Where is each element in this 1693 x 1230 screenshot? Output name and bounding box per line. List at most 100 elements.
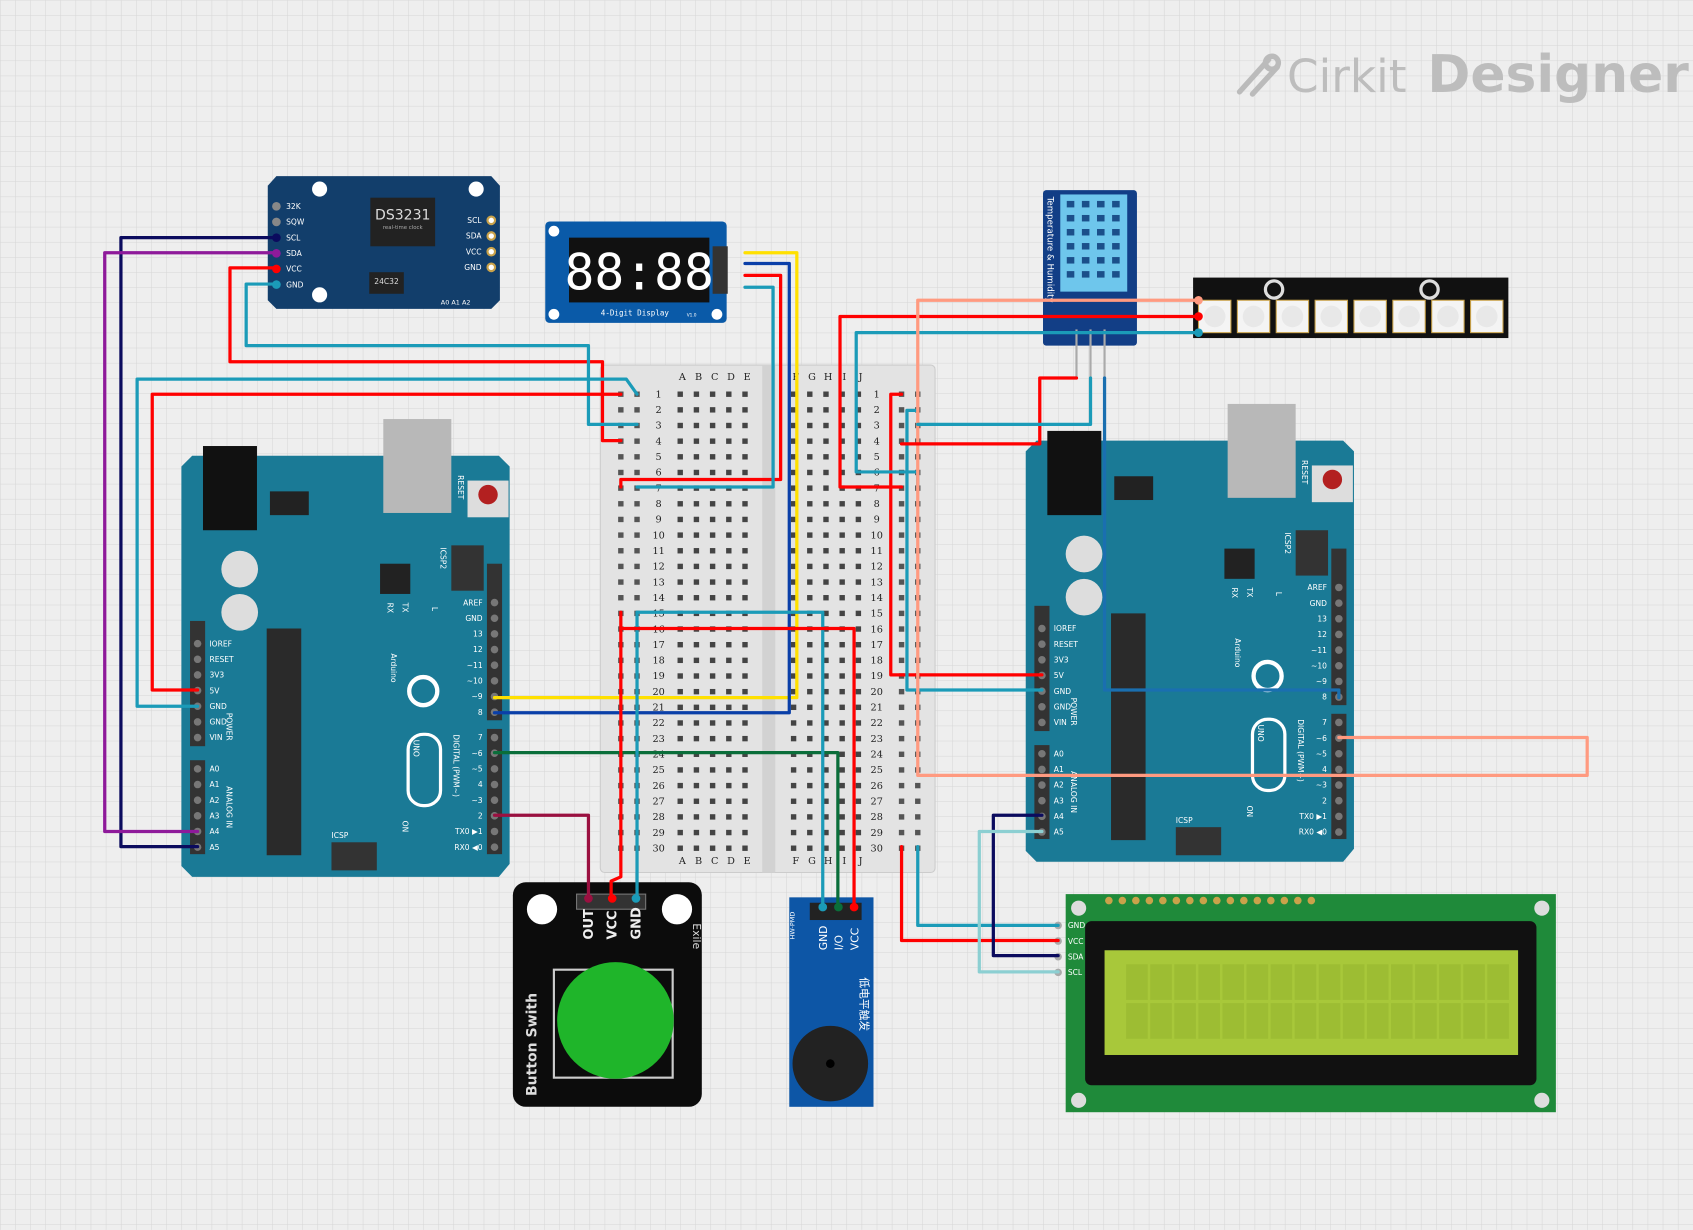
breadboard-hole[interactable] [807,767,813,773]
breadboard-hole[interactable] [855,688,862,695]
rtc-module[interactable]: DS3231 real-time clock 24C32 A0 A1 A2 32… [267,176,500,309]
breadboard-hole[interactable] [790,767,797,773]
rail-hole[interactable] [634,454,640,460]
breadboard-hole[interactable] [823,501,829,507]
breadboard-hole[interactable] [677,829,683,836]
rail-hole[interactable] [634,501,640,507]
breadboard-hole[interactable] [790,782,797,789]
breadboard-hole[interactable] [823,641,829,648]
breadboard-hole[interactable] [823,579,829,585]
breadboard-hole[interactable] [693,735,700,742]
rail-hole[interactable] [618,532,624,538]
breadboard-hole[interactable] [823,563,829,570]
breadboard-hole[interactable] [709,688,716,695]
breadboard-hole[interactable] [709,391,716,397]
breadboard-hole[interactable] [693,548,700,554]
pin-vin[interactable] [193,733,202,742]
wire-neopixel-vcc[interactable] [838,314,1201,489]
breadboard-hole[interactable] [742,782,748,789]
breadboard-hole[interactable] [823,735,829,742]
digital-pin[interactable] [1335,661,1343,670]
breadboard-hole[interactable] [790,735,797,742]
breadboard-hole[interactable] [807,391,813,397]
breadboard-hole[interactable] [839,454,845,460]
pin-3v3[interactable] [193,671,202,679]
breadboard-hole[interactable] [807,798,813,804]
breadboard-hole[interactable] [855,595,862,601]
rail-hole[interactable] [634,469,640,476]
breadboard-hole[interactable] [790,548,797,554]
breadboard-hole[interactable] [807,720,813,726]
digital-pin[interactable] [490,677,499,685]
breadboard-hole[interactable] [839,563,845,570]
breadboard-hole[interactable] [823,657,829,664]
four-digit-display[interactable]: 88:88 4-Digit Display V1.0 [545,221,728,323]
breadboard-hole[interactable] [807,673,813,679]
breadboard-hole[interactable] [742,469,748,476]
breadboard-hole[interactable] [807,641,813,648]
breadboard-hole[interactable] [742,501,748,507]
wire-dht-gnd[interactable] [916,376,1093,427]
breadboard-hole[interactable] [693,673,700,679]
breadboard-hole[interactable] [807,532,813,538]
digital-pin[interactable] [1335,646,1343,654]
breadboard-hole[interactable] [823,829,829,836]
wire-display-dio[interactable] [492,261,791,715]
breadboard-hole[interactable] [709,532,716,538]
breadboard-hole[interactable] [855,407,862,413]
wire-display-vcc[interactable] [619,273,783,489]
breadboard-hole[interactable] [855,845,862,851]
breadboard-hole[interactable] [790,845,797,851]
digital-pin[interactable] [1335,812,1343,821]
rail-hole[interactable] [618,501,624,507]
pin-reset[interactable] [193,655,202,664]
breadboard-hole[interactable] [790,579,797,585]
breadboard-hole[interactable] [742,548,748,554]
rail-hole[interactable] [618,548,624,554]
breadboard-hole[interactable] [839,829,845,836]
breadboard-hole[interactable] [742,798,748,804]
breadboard-hole[interactable] [742,767,748,773]
wire-left-5v[interactable] [150,392,623,692]
breadboard-hole[interactable] [742,845,748,851]
breadboard-hole[interactable] [839,814,845,820]
breadboard-hole[interactable] [855,704,862,711]
breadboard-hole[interactable] [742,688,748,695]
breadboard-hole[interactable] [677,516,683,523]
breadboard-hole[interactable] [709,720,716,726]
breadboard-hole[interactable] [839,720,845,726]
digital-pin[interactable] [1335,599,1343,607]
wire-rtc-gnd[interactable] [244,282,639,427]
breadboard-hole[interactable] [823,688,829,695]
rail-hole[interactable] [634,532,640,538]
rail-hole[interactable] [898,657,905,664]
breadboard-hole[interactable] [855,563,862,570]
breadboard-hole[interactable] [790,563,797,570]
breadboard-hole[interactable] [839,532,845,538]
rail-hole[interactable] [898,798,905,804]
breadboard-hole[interactable] [823,673,829,679]
breadboard-hole[interactable] [742,563,748,570]
breadboard-hole[interactable] [855,767,862,773]
breadboard-hole[interactable] [677,688,683,695]
breadboard-hole[interactable] [742,438,748,444]
breadboard-hole[interactable] [790,798,797,804]
breadboard-hole[interactable] [807,563,813,570]
breadboard-hole[interactable] [677,563,683,570]
breadboard-hole[interactable] [693,532,700,538]
breadboard-hole[interactable] [742,422,748,429]
pin-a0[interactable] [1038,749,1046,758]
breadboard-hole[interactable] [677,579,683,585]
rail-hole[interactable] [898,595,905,601]
breadboard-hole[interactable] [726,845,732,851]
breadboard-hole[interactable] [855,532,862,538]
breadboard-hole[interactable] [726,814,732,820]
breadboard-hole[interactable] [855,782,862,789]
breadboard-hole[interactable] [855,438,862,444]
rail-hole[interactable] [915,782,921,789]
breadboard-hole[interactable] [823,548,829,554]
breadboard-hole[interactable] [709,767,716,773]
breadboard-hole[interactable] [823,454,829,460]
digital-pin[interactable] [1335,677,1343,686]
rtc-pin-sqw[interactable] [272,217,281,227]
